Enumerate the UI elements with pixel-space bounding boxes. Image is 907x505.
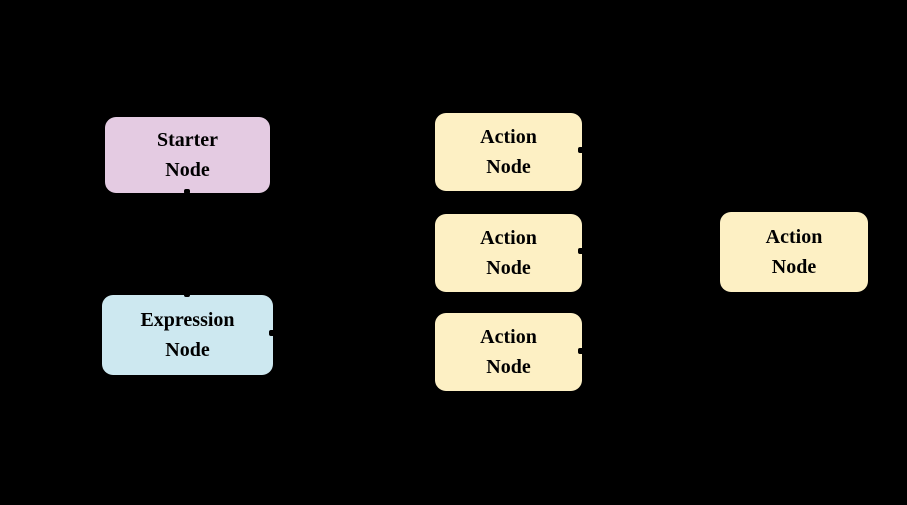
action-node-3-label-line2: Node — [486, 356, 531, 378]
connector-dot-action2-right — [578, 248, 584, 254]
expression-node-label-line1: Expression — [140, 309, 235, 331]
starter-node: Starter Node — [105, 117, 270, 193]
action-node-1-label-line2: Node — [486, 156, 531, 178]
connector-dot-starter-bottom — [184, 189, 190, 194]
action-node-2-label-line1: Action — [480, 227, 537, 249]
action-node-1: Action Node — [435, 113, 582, 191]
starter-node-label-line2: Node — [165, 159, 210, 181]
starter-node-label-line1: Starter — [156, 129, 219, 151]
action-node-4-label-line1: Action — [765, 226, 823, 248]
connector-dot-action1-right — [578, 147, 584, 153]
expression-node: Expression Node — [102, 295, 273, 375]
connector-dot-action3-right — [578, 348, 584, 354]
action-node-4-label-line2: Node — [771, 256, 817, 278]
action-node-2: Action Node — [435, 214, 582, 292]
connector-dot-expression-right — [269, 330, 275, 336]
action-node-2-label-line2: Node — [486, 257, 531, 279]
action-node-3-label-line1: Action — [480, 326, 537, 348]
expression-node-label-line2: Node — [165, 339, 210, 361]
action-node-4: Action Node — [720, 212, 868, 292]
connector-dot-expression-top — [184, 293, 190, 297]
action-node-1-label-line1: Action — [480, 126, 537, 148]
action-node-3: Action Node — [435, 313, 582, 391]
